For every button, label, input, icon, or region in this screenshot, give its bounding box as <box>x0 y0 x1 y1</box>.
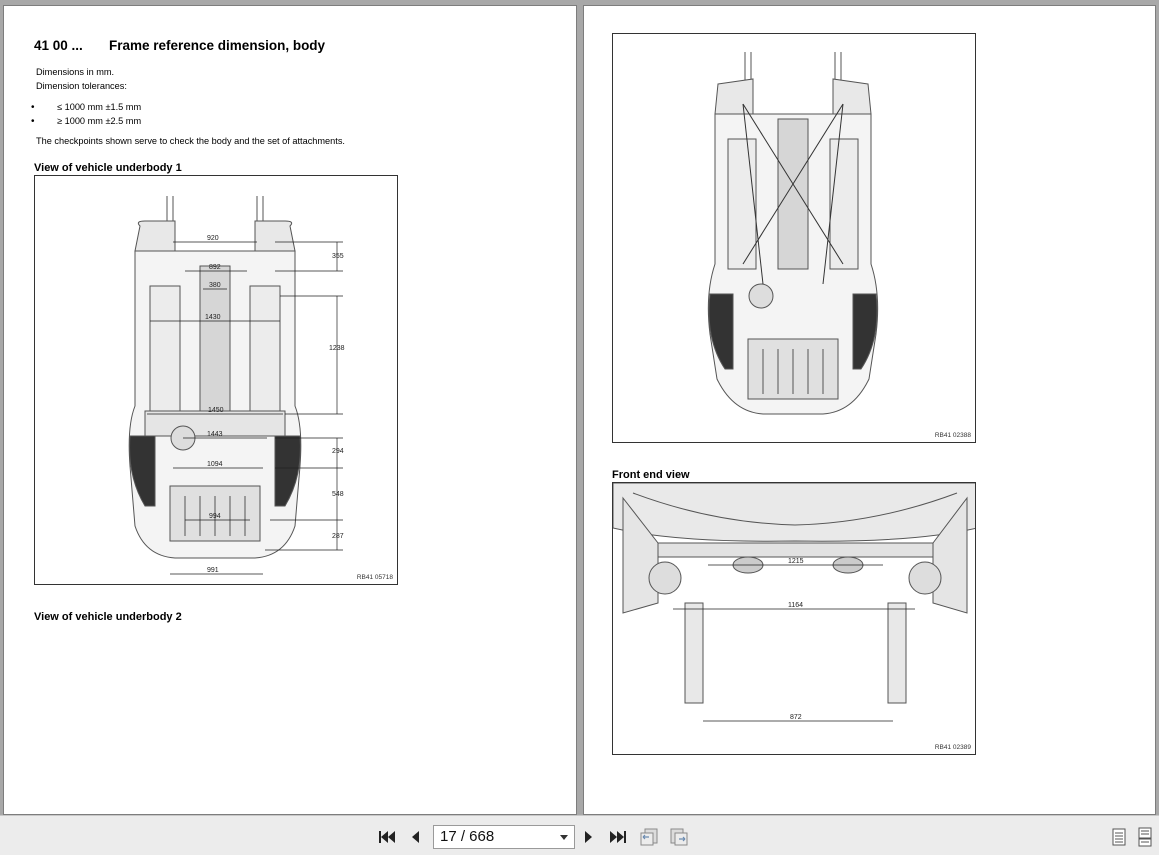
navigation-toolbar: 17 / 668 <box>0 815 1159 855</box>
figure-underbody-2: RB41 02388 <box>612 33 976 443</box>
go-forward-view-button[interactable] <box>668 826 690 848</box>
dim-892: 892 <box>209 264 221 271</box>
previous-page-button[interactable] <box>404 826 426 848</box>
back-view-icon <box>640 828 658 846</box>
chevron-down-icon <box>560 835 568 840</box>
continuous-view-button[interactable] <box>1134 826 1156 848</box>
section-number: 41 00 ... <box>34 38 83 53</box>
figure-code: RB41 05718 <box>356 574 393 581</box>
heading-underbody-1: View of vehicle underbody 1 <box>34 162 182 174</box>
last-page-button[interactable] <box>607 826 629 848</box>
last-page-icon <box>610 831 626 843</box>
dim-380: 380 <box>209 282 221 289</box>
heading-underbody-2: View of vehicle underbody 2 <box>34 611 182 623</box>
next-page-button[interactable] <box>578 826 600 848</box>
figure-code: RB41 02388 <box>934 432 971 439</box>
forward-view-icon <box>670 828 688 846</box>
dim-287: 287 <box>332 533 344 540</box>
dim-991: 991 <box>207 567 219 574</box>
page-number-select[interactable]: 17 / 668 <box>433 825 575 849</box>
page-indicator-text: 17 / 668 <box>440 828 495 845</box>
underbody-2-drawing <box>707 52 879 415</box>
figure-code: RB41 02389 <box>934 744 971 751</box>
go-back-view-button[interactable] <box>638 826 660 848</box>
tolerance-item-1: ≤ 1000 mm ±1.5 mm <box>31 102 141 113</box>
dim-1094: 1094 <box>207 461 223 468</box>
dim-1238: 1238 <box>329 345 345 352</box>
dim-872: 872 <box>790 714 802 721</box>
figure-underbody-1: 920 892 380 1430 1450 1443 1094 994 991 … <box>34 175 398 585</box>
intro-dimensions: Dimensions in mm. <box>36 67 115 77</box>
dim-1430: 1430 <box>205 314 221 321</box>
single-page-icon <box>1112 828 1126 846</box>
dim-1450: 1450 <box>208 407 224 414</box>
front-end-drawing: 1215 1164 872 <box>613 483 975 722</box>
document-page-right: RB41 02388 Front end view <box>583 5 1156 815</box>
document-page-left: 41 00 ... Frame reference dimension, body… <box>3 5 577 815</box>
first-page-button[interactable] <box>376 826 398 848</box>
underbody-1-drawing: 920 892 380 1430 1450 1443 1094 994 991 … <box>128 196 345 575</box>
intro-tolerances: Dimension tolerances: <box>36 81 127 91</box>
dim-920: 920 <box>207 235 219 242</box>
first-page-icon <box>379 831 395 843</box>
dim-1443: 1443 <box>207 431 223 438</box>
single-page-view-button[interactable] <box>1108 826 1130 848</box>
heading-front-end-view: Front end view <box>612 469 690 481</box>
dim-548: 548 <box>332 491 344 498</box>
dim-294: 294 <box>332 448 344 455</box>
section-title: 41 00 ... Frame reference dimension, body <box>34 38 325 53</box>
tolerance-item-2: ≥ 1000 mm ±2.5 mm <box>31 116 141 127</box>
dim-994: 994 <box>209 513 221 520</box>
previous-page-icon <box>412 831 419 843</box>
dim-1164: 1164 <box>788 602 803 609</box>
dim-1215: 1215 <box>788 558 804 565</box>
checkpoints-note: The checkpoints shown serve to check the… <box>36 136 345 146</box>
next-page-icon <box>585 831 592 843</box>
section-title-text: Frame reference dimension, body <box>109 38 326 53</box>
dim-355: 355 <box>332 253 344 260</box>
continuous-page-icon <box>1138 827 1152 847</box>
figure-front-end-view: 1215 1164 872 RB41 02389 <box>612 482 976 755</box>
